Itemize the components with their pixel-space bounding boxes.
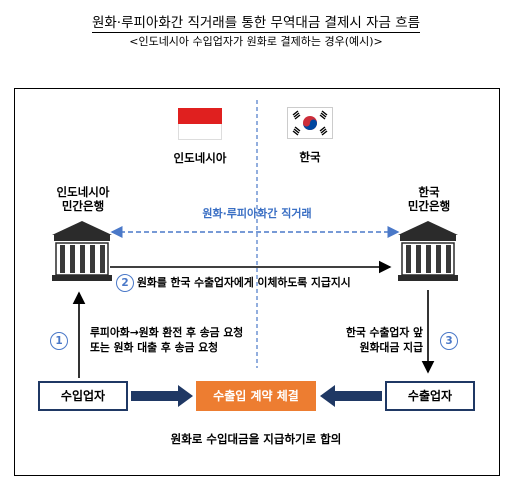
direct-trade-label: 원화·루피아화간 직거래: [202, 207, 312, 220]
step2-number-badge: 2: [116, 274, 134, 292]
indonesia-flag-icon: [178, 108, 222, 140]
step1-number-badge: 1: [50, 332, 68, 350]
exporter-box: 수출업자: [385, 381, 475, 411]
bank-building-icon-right: [398, 221, 458, 281]
country-label-indonesia: 인도네시아: [173, 151, 227, 165]
diagram-frame: [14, 88, 500, 476]
country-label-korea: 한국: [299, 150, 321, 164]
agreement-text: 원화로 수입대금을 지급하기로 합의: [170, 432, 342, 446]
korea-flag-icon: [287, 107, 333, 139]
diagram-subtitle: <인도네시아 수입업자가 원화로 결제하는 경우(예시)>: [129, 35, 383, 48]
step3-number-badge: 3: [440, 332, 458, 350]
bank-building-icon-left: [52, 221, 112, 281]
diagram-title: 원화·루피아화간 직거래를 통한 무역대금 결제시 자금 흐름: [91, 15, 421, 33]
exporter-to-contract-arrow: [320, 385, 382, 407]
importer-box: 수입업자: [38, 381, 128, 411]
contract-box: 수출입 계약 체결: [196, 381, 316, 411]
step2-description: 원화를 한국 수출업자에게 이체하도록 지급지시: [137, 276, 351, 289]
importer-to-contract-arrow: [131, 385, 193, 407]
